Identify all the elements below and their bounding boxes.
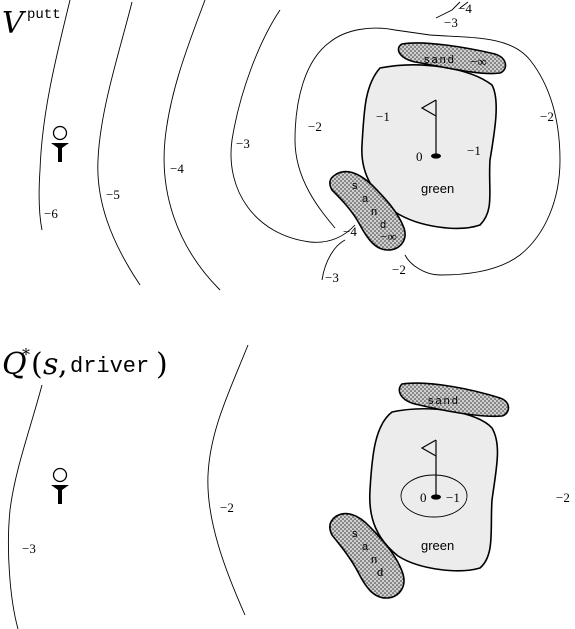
bottom-sand-left-letter-d: d bbox=[377, 567, 383, 579]
bottom-sand-left-letter-n: n bbox=[371, 554, 377, 566]
top-green-label: green bbox=[421, 181, 454, 196]
hole-icon bbox=[431, 494, 441, 500]
label-minus-4-bunker: −4 bbox=[343, 224, 357, 239]
contour-line-2-lower bbox=[321, 239, 346, 281]
tee-icon bbox=[51, 125, 69, 162]
bottom-title-comma: , bbox=[58, 347, 68, 382]
flag-icon bbox=[420, 439, 437, 496]
bottom-title-star: * bbox=[22, 345, 30, 364]
bottom-sand-left-letter-a: a bbox=[362, 541, 369, 553]
label-minus-3-bottom: −3 bbox=[325, 270, 339, 285]
contour-line-5 bbox=[97, 1, 141, 286]
contour-line-3-top bbox=[435, 1, 461, 19]
bottom-sand-trap-upper bbox=[398, 382, 510, 418]
label-minus-4-top: −4 bbox=[458, 1, 472, 16]
bottom-contour-line-1 bbox=[400, 474, 468, 518]
contour-line-4 bbox=[163, 0, 221, 291]
bottom-label-minus-1: −1 bbox=[446, 490, 460, 505]
label-minus-5: −5 bbox=[106, 187, 120, 202]
bottom-title-close-paren: ) bbox=[156, 347, 168, 382]
bottom-title-s: s bbox=[43, 347, 58, 382]
label-minus-6: −6 bbox=[44, 206, 58, 221]
top-sand-trap-left bbox=[329, 170, 406, 251]
label-zero-top: 0 bbox=[416, 149, 423, 164]
top-sand-upper-label: sand bbox=[424, 54, 456, 66]
bottom-label-minus-2-right: −2 bbox=[556, 490, 570, 505]
hole-icon bbox=[431, 153, 441, 159]
bottom-contour-line-2 bbox=[207, 344, 249, 616]
flag-icon bbox=[420, 99, 437, 155]
tee-icon bbox=[51, 467, 69, 504]
contour-line-3 bbox=[230, 9, 356, 243]
label-minus-2-upper: −2 bbox=[308, 119, 322, 134]
bottom-green-label: green bbox=[421, 538, 454, 553]
label-minus-3-left: −3 bbox=[236, 136, 250, 151]
label-minus-1-left: −1 bbox=[376, 109, 390, 124]
label-minus-2-right: −2 bbox=[540, 109, 554, 124]
top-sand-left-letter-a: a bbox=[362, 193, 369, 205]
top-title-main: V bbox=[2, 6, 27, 41]
label-minus-2-bottom: −2 bbox=[392, 262, 406, 277]
top-sand-left-infinity: −∞ bbox=[380, 229, 397, 244]
bottom-label-minus-3: −3 bbox=[22, 541, 36, 556]
contour-line-4-top bbox=[459, 1, 469, 9]
label-minus-1-right: −1 bbox=[467, 143, 481, 158]
bottom-contour-line-3 bbox=[7, 384, 43, 629]
top-green bbox=[361, 64, 497, 230]
top-title-superscript: putt bbox=[27, 7, 61, 23]
top-sand-trap-upper bbox=[397, 42, 507, 75]
bottom-label-zero: 0 bbox=[420, 490, 427, 505]
bottom-green bbox=[368, 408, 499, 572]
top-sand-upper-infinity: −∞ bbox=[470, 54, 487, 69]
bottom-title-open-paren: ( bbox=[31, 347, 43, 382]
contour-line-6 bbox=[38, 0, 71, 231]
label-minus-3-top: −3 bbox=[444, 15, 458, 30]
bottom-panel: Q * ( s , driver ) sand s a n d green bbox=[2, 344, 570, 629]
bottom-sand-trap-left bbox=[329, 512, 405, 599]
top-panel: V putt sand −∞ s a n d −∞ green bbox=[2, 0, 561, 291]
bottom-title-action: driver bbox=[70, 354, 149, 379]
contour-line-2-upper bbox=[294, 27, 561, 276]
bottom-sand-upper-label: sand bbox=[428, 395, 460, 407]
top-sand-left-letter-s: s bbox=[352, 180, 358, 192]
top-sand-left-letter-n: n bbox=[371, 206, 377, 218]
bottom-sand-left-letter-s: s bbox=[352, 528, 358, 540]
bottom-title-q: Q bbox=[2, 347, 27, 382]
label-minus-4-left: −4 bbox=[170, 161, 184, 176]
bottom-label-minus-2-left: −2 bbox=[220, 500, 234, 515]
top-sand-left-letter-d: d bbox=[380, 219, 386, 231]
